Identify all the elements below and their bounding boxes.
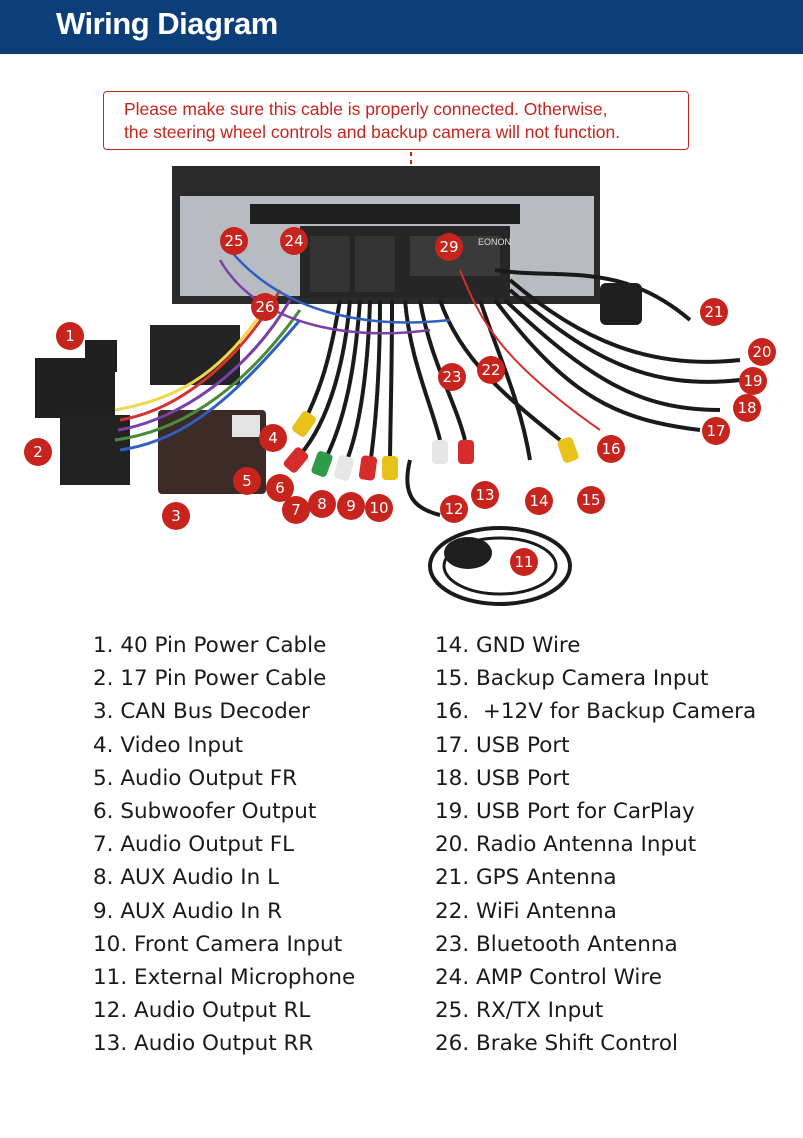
head-unit: EONON [172,166,600,304]
notice-line-2: the steering wheel controls and backup c… [124,122,621,142]
legend-item: 7. Audio Output FL [93,832,295,858]
antenna-cables [478,268,741,461]
legend-item: 23. Bluetooth Antenna [435,931,678,957]
marker-21: 21 [700,298,728,326]
legend-item: 24. AMP Control Wire [435,964,662,990]
notice-box: Please make sure this cable is properly … [103,91,689,150]
unit-brand: EONON [478,237,511,247]
power-harness [35,289,302,494]
marker-15: 15 [577,486,605,514]
marker-11: 11 [510,548,538,576]
marker-22: 22 [477,356,505,384]
marker-1: 1 [56,322,84,350]
legend-item: 2. 17 Pin Power Cable [93,666,327,692]
marker-4: 4 [259,424,287,452]
wiring-illustration: EONON [35,152,741,606]
legend-right-column: 14. GND Wire 15. Backup Camera Input 16.… [435,629,756,1060]
marker-16: 16 [597,435,625,463]
marker-18: 18 [733,394,761,422]
page-title: Wiring Diagram [56,6,278,41]
legend-item: 19. USB Port for CarPlay [435,798,695,824]
legend-item: 21. GPS Antenna [435,865,617,891]
legend-item: 25. RX/TX Input [435,998,604,1024]
notice-line-1: Please make sure this cable is properly … [124,99,608,119]
legend-left-column: 1. 40 Pin Power Cable 2. 17 Pin Power Ca… [93,629,355,1060]
header-bar: Wiring Diagram [0,0,803,54]
marker-5: 5 [233,467,261,495]
legend-item: 6. Subwoofer Output [93,798,317,824]
marker-24: 24 [280,227,308,255]
marker-25: 25 [220,227,248,255]
legend-item: 13. Audio Output RR [93,1031,314,1057]
marker-2: 2 [24,438,52,466]
marker-9: 9 [337,492,365,520]
marker-12: 12 [440,495,468,523]
marker-29: 29 [435,233,463,261]
marker-3: 3 [162,502,190,530]
marker-17: 17 [702,417,730,445]
legend-item: 8. AUX Audio In L [93,865,280,891]
legend-item: 9. AUX Audio In R [93,898,283,924]
legend-item: 4. Video Input [93,732,244,758]
gps-puck [600,283,642,325]
rca-cables [298,299,562,466]
legend-item: 16. +12V for Backup Camera [435,699,757,725]
legend-item: 3. CAN Bus Decoder [93,699,310,725]
legend-item: 22. WiFi Antenna [435,898,617,924]
rca-plugs [283,411,579,481]
legend-item: 1. 40 Pin Power Cable [93,633,327,658]
legend-item: 12. Audio Output RL [93,998,311,1024]
marker-13: 13 [471,481,499,509]
legend-item: 11. External Microphone [93,964,356,990]
legend-item: 15. Backup Camera Input [435,666,709,692]
legend-item: 10. Front Camera Input [93,931,343,957]
marker-10: 10 [365,494,393,522]
marker-23: 23 [438,363,466,391]
marker-14: 14 [525,487,553,515]
marker-8: 8 [308,490,336,518]
marker-19: 19 [739,367,767,395]
legend-item: 17. USB Port [435,732,570,758]
legend-item: 26. Brake Shift Control [435,1031,678,1057]
marker-20: 20 [748,338,776,366]
legend-item: 20. Radio Antenna Input [435,832,697,858]
legend-item: 5. Audio Output FR [93,765,298,791]
legend-item: 14. GND Wire [435,633,581,658]
microphone [405,459,572,606]
legend-item: 18. USB Port [435,765,570,791]
marker-26: 26 [251,293,279,321]
marker-7: 7 [282,496,310,524]
